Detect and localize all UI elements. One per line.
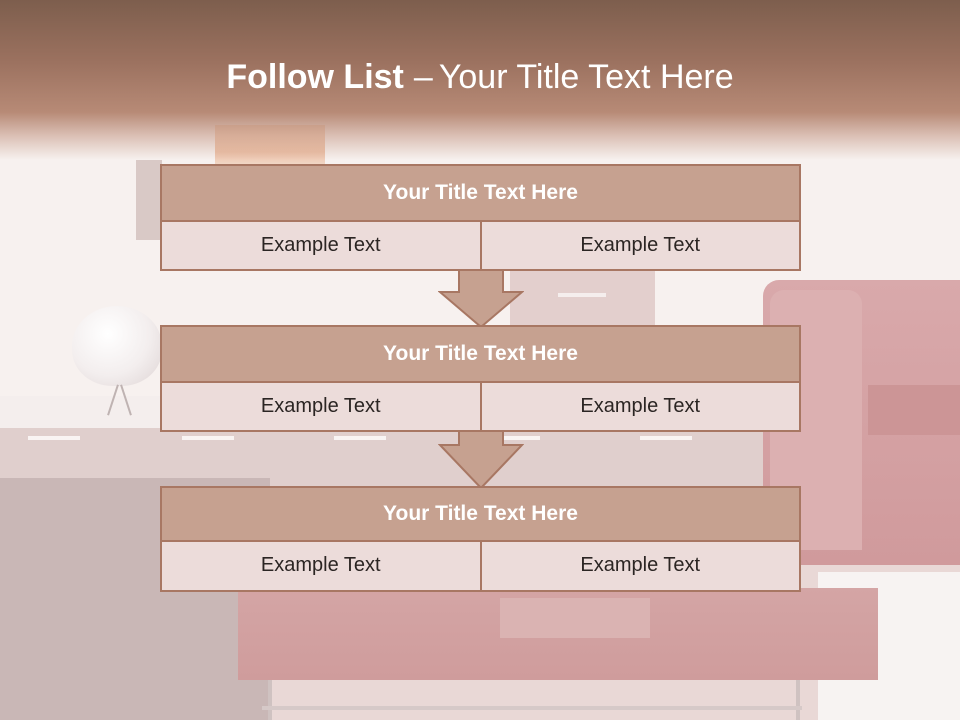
slide-title-rest: Your Title Text Here	[438, 58, 734, 96]
background-drawer-handle	[334, 436, 386, 440]
down-arrow-icon	[438, 431, 524, 489]
block-title[interactable]: Your Title Text Here	[160, 164, 801, 222]
background-cabinet	[510, 270, 655, 330]
background-table-leg	[796, 680, 800, 720]
slide-title[interactable]: Follow List–Your Title Text Here	[0, 52, 960, 102]
background-drawer-handle	[28, 436, 80, 440]
background-frame	[136, 160, 162, 240]
block-cells: Example Text Example Text	[160, 381, 801, 432]
block-cell-left[interactable]: Example Text	[260, 395, 381, 417]
block-cell-right[interactable]: Example Text	[479, 542, 800, 590]
flow-block-3[interactable]: Your Title Text Here Example Text Exampl…	[160, 486, 801, 592]
block-cell-right[interactable]: Example Text	[479, 222, 800, 269]
block-title[interactable]: Your Title Text Here	[160, 486, 801, 542]
background-drawer-handle	[640, 436, 692, 440]
title-band	[0, 0, 960, 160]
background-table-object	[500, 598, 650, 638]
block-title[interactable]: Your Title Text Here	[160, 325, 801, 383]
background-table-base	[262, 706, 802, 710]
slide-title-separator: –	[413, 58, 433, 96]
block-cell-right[interactable]: Example Text	[479, 383, 800, 430]
block-cell-left[interactable]: Example Text	[260, 554, 381, 576]
block-cell-left[interactable]: Example Text	[260, 234, 381, 256]
background-drawer-handle	[182, 436, 234, 440]
slide-title-bold: Follow List	[226, 58, 404, 96]
flow-block-1[interactable]: Your Title Text Here Example Text Exampl…	[160, 164, 801, 271]
background-cabinet-handle	[558, 293, 606, 297]
background-sofa-cushion	[868, 385, 960, 435]
background-table-leg	[268, 680, 272, 720]
background-drawer-handle	[488, 436, 540, 440]
block-cells: Example Text Example Text	[160, 220, 801, 271]
background-lamp	[72, 306, 162, 386]
block-cells: Example Text Example Text	[160, 540, 801, 592]
down-arrow-icon	[438, 270, 524, 328]
flow-block-2[interactable]: Your Title Text Here Example Text Exampl…	[160, 325, 801, 432]
